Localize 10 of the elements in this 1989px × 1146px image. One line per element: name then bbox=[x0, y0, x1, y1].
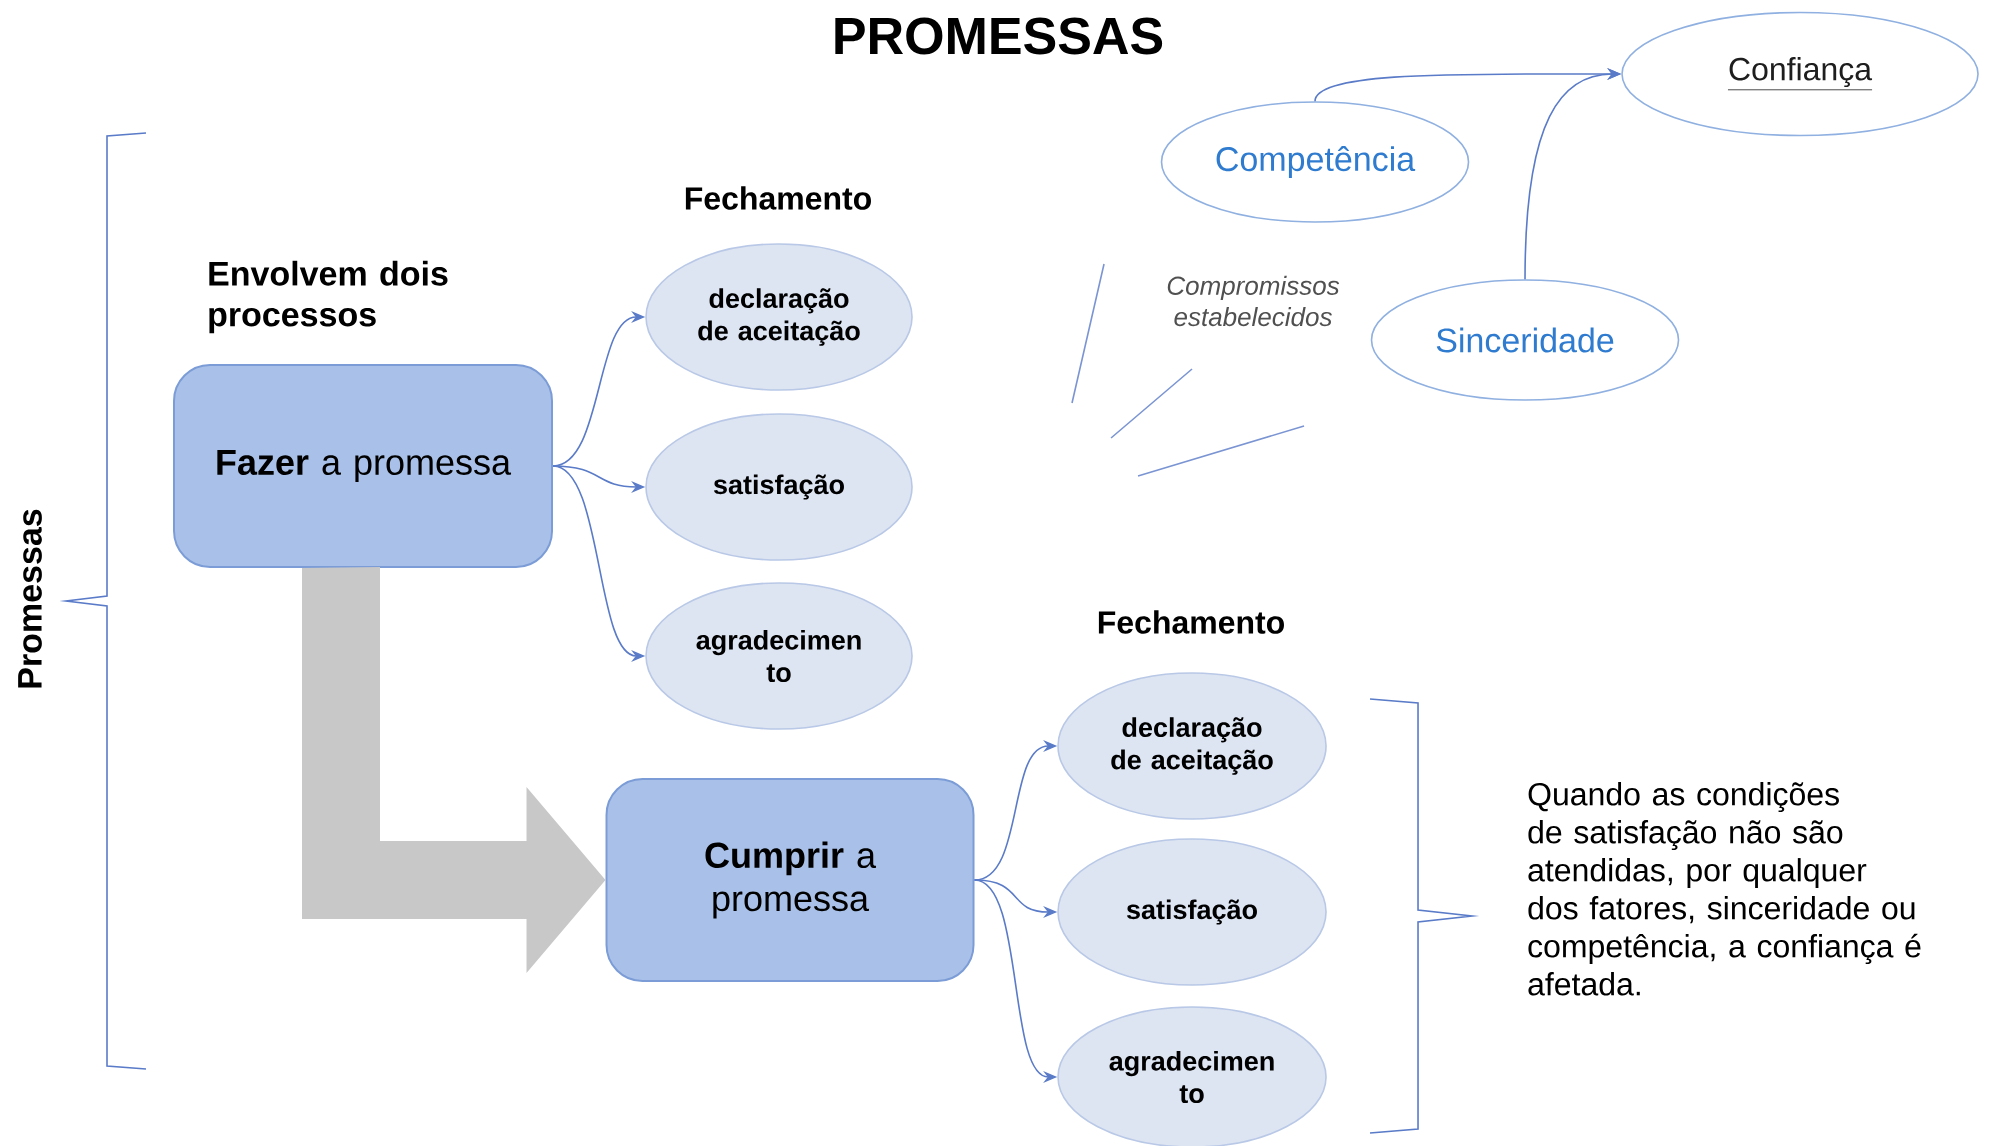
side-label: Promessas bbox=[18, 509, 42, 688]
caption-text: Compromissos estabelecidos bbox=[1167, 275, 1340, 327]
process-box: Cumprir a promessa bbox=[605, 778, 975, 982]
heading: Fechamento bbox=[685, 186, 871, 210]
note-text: Quando as condições de satisfação não são atendidas, por qualquer dos fatores, sinceridade ou competência, a confiança é afetada. bbox=[1528, 782, 1921, 996]
title: PROMESSAS bbox=[835, 17, 1163, 55]
heading: Envolvem dois processos bbox=[209, 260, 448, 334]
block-arrow bbox=[302, 567, 606, 973]
process-box: Fazer a promessa bbox=[173, 364, 553, 568]
heading: Fechamento bbox=[1098, 610, 1284, 634]
